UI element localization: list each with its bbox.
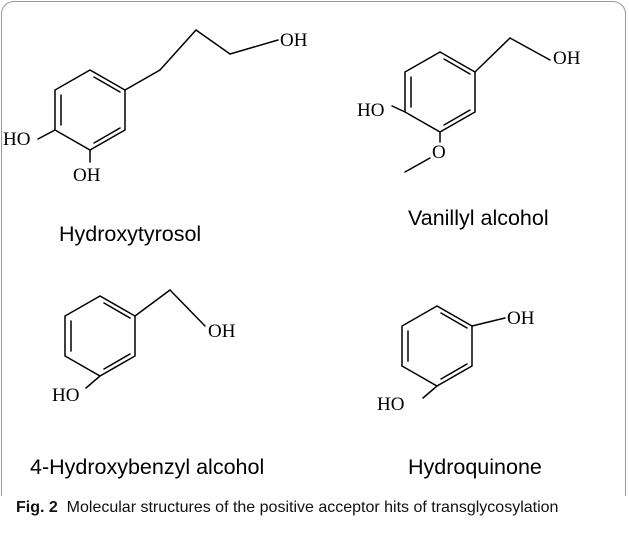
hydroquinone-ho-label: HO — [377, 394, 404, 415]
figure-caption-text: Molecular structures of the positive acc… — [66, 499, 559, 516]
hydroxybenzyl-oh-label: OH — [208, 321, 236, 342]
compound-name-vanillyl-alcohol: Vanillyl alcohol — [408, 206, 549, 230]
vanillyl-methoxy-o-label: O — [432, 142, 446, 163]
hydroxytyrosol-oh-label-2: OH — [73, 165, 101, 186]
frame-bottom-mask — [0, 496, 629, 547]
hydroxybenzyl-ho-label: HO — [52, 385, 79, 406]
figure-label: Fig. 2 — [16, 499, 58, 516]
hydroquinone-structure — [401, 305, 506, 399]
vanillyl-oh-label: OH — [553, 48, 581, 69]
compound-name-hydroxybenzyl-alcohol: 4-Hydroxybenzyl alcohol — [30, 455, 265, 479]
vanillyl-alcohol-structure — [391, 37, 551, 173]
figure-caption: Fig. 2 Molecular structures of the posit… — [16, 497, 616, 519]
compound-name-hydroxytyrosol: Hydroxytyrosol — [59, 222, 202, 246]
compound-name-hydroquinone: Hydroquinone — [408, 455, 542, 479]
hydroxytyrosol-structure — [37, 29, 279, 163]
hydroxytyrosol-oh-label: OH — [280, 30, 308, 51]
vanillyl-ho-label: HO — [357, 100, 384, 121]
hydroxybenzyl-alcohol-structure — [64, 289, 206, 389]
hydroxytyrosol-ho-label: HO — [3, 129, 30, 150]
hydroquinone-oh-label: OH — [507, 308, 535, 329]
